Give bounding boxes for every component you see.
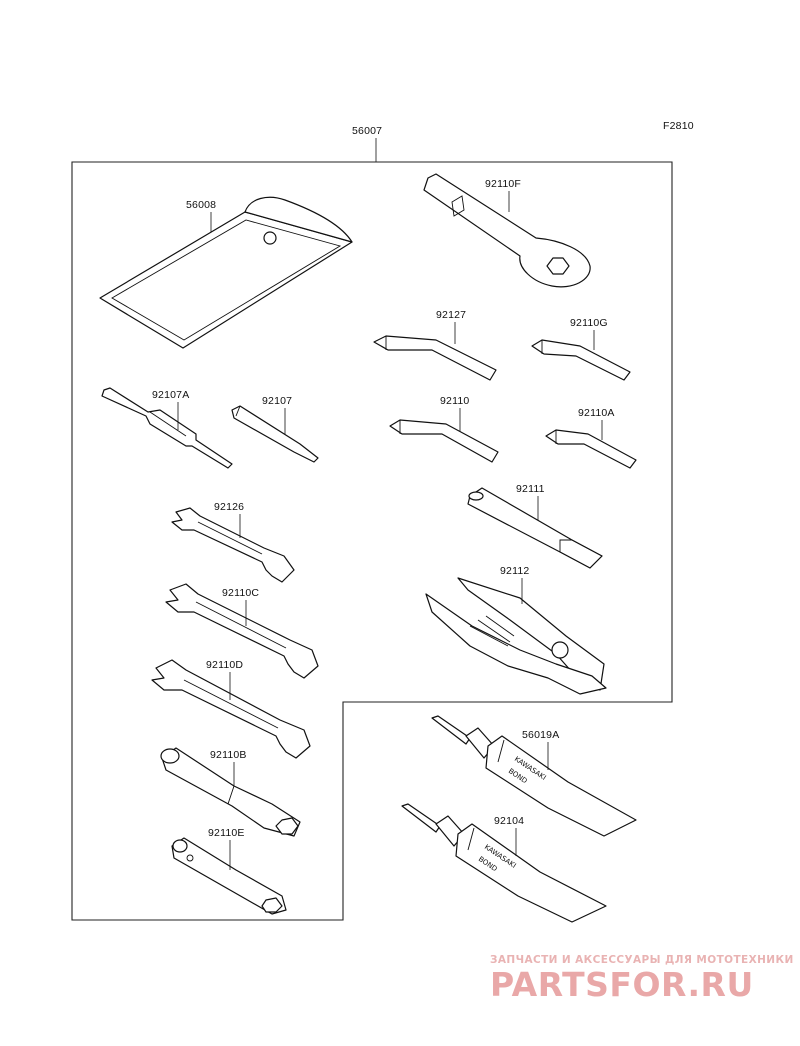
wrench-92126 [171, 507, 295, 583]
label-92126: 92126 [214, 501, 244, 513]
kit-frame [71, 161, 673, 921]
box-spanner-small [171, 837, 287, 915]
box-spanner-large [160, 747, 301, 837]
hex-key-92110G [531, 339, 631, 381]
label-92111: 92111 [516, 483, 545, 495]
label-92110: 92110 [440, 395, 469, 407]
wrench-92110C [165, 583, 319, 679]
pliers [425, 577, 607, 695]
label-92110F: 92110F [485, 178, 521, 190]
watermark-tagline: ЗАПЧАСТИ И АКСЕССУАРЫ ДЛЯ МОТОТЕХНИКИ [490, 954, 794, 966]
label-56019A: 56019A [522, 729, 559, 741]
label-92107A: 92107A [152, 389, 189, 401]
assembly-label: 56007 [352, 125, 382, 137]
handle-bar [467, 487, 603, 569]
hex-key-92110 [389, 419, 499, 463]
label-92104: 92104 [494, 815, 524, 827]
bond-tube-56019A: KAWASAKI BOND [431, 715, 637, 837]
hex-key-92110A [545, 429, 637, 469]
label-92110G: 92110G [570, 317, 608, 329]
label-92110C: 92110C [222, 587, 259, 599]
label-92110A: 92110A [578, 407, 615, 419]
label-92127: 92127 [436, 309, 466, 321]
bond-tube-92104: KAWASAKI BOND [401, 803, 607, 923]
tool-pouch [99, 196, 353, 349]
label-92110D: 92110D [206, 659, 243, 671]
label-92110E: 92110E [208, 827, 245, 839]
label-92110B: 92110B [210, 749, 247, 761]
label-56008: 56008 [186, 199, 216, 211]
figure-code: F2810 [663, 120, 694, 132]
screwdriver-bit-double [101, 387, 233, 469]
wrench-92110D [151, 659, 311, 759]
ring-spanner [423, 173, 591, 288]
label-92107: 92107 [262, 395, 292, 407]
hex-key-92127 [373, 335, 497, 381]
watermark-site: PARTSFOR.RU [490, 965, 754, 1004]
screwdriver-bit-single [231, 405, 319, 463]
label-92112: 92112 [500, 565, 529, 577]
